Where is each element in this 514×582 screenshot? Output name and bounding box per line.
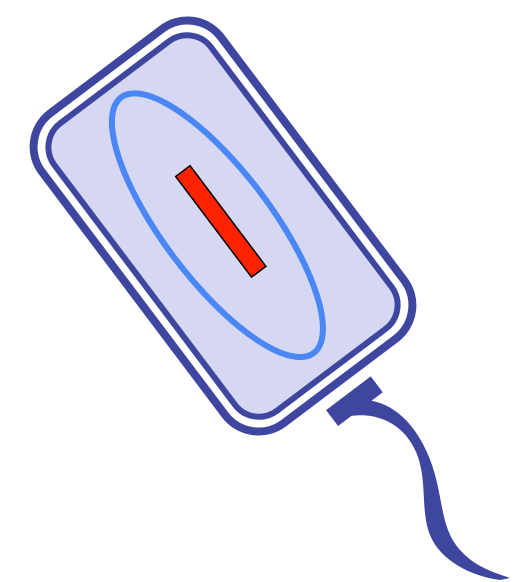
cable xyxy=(350,400,510,580)
